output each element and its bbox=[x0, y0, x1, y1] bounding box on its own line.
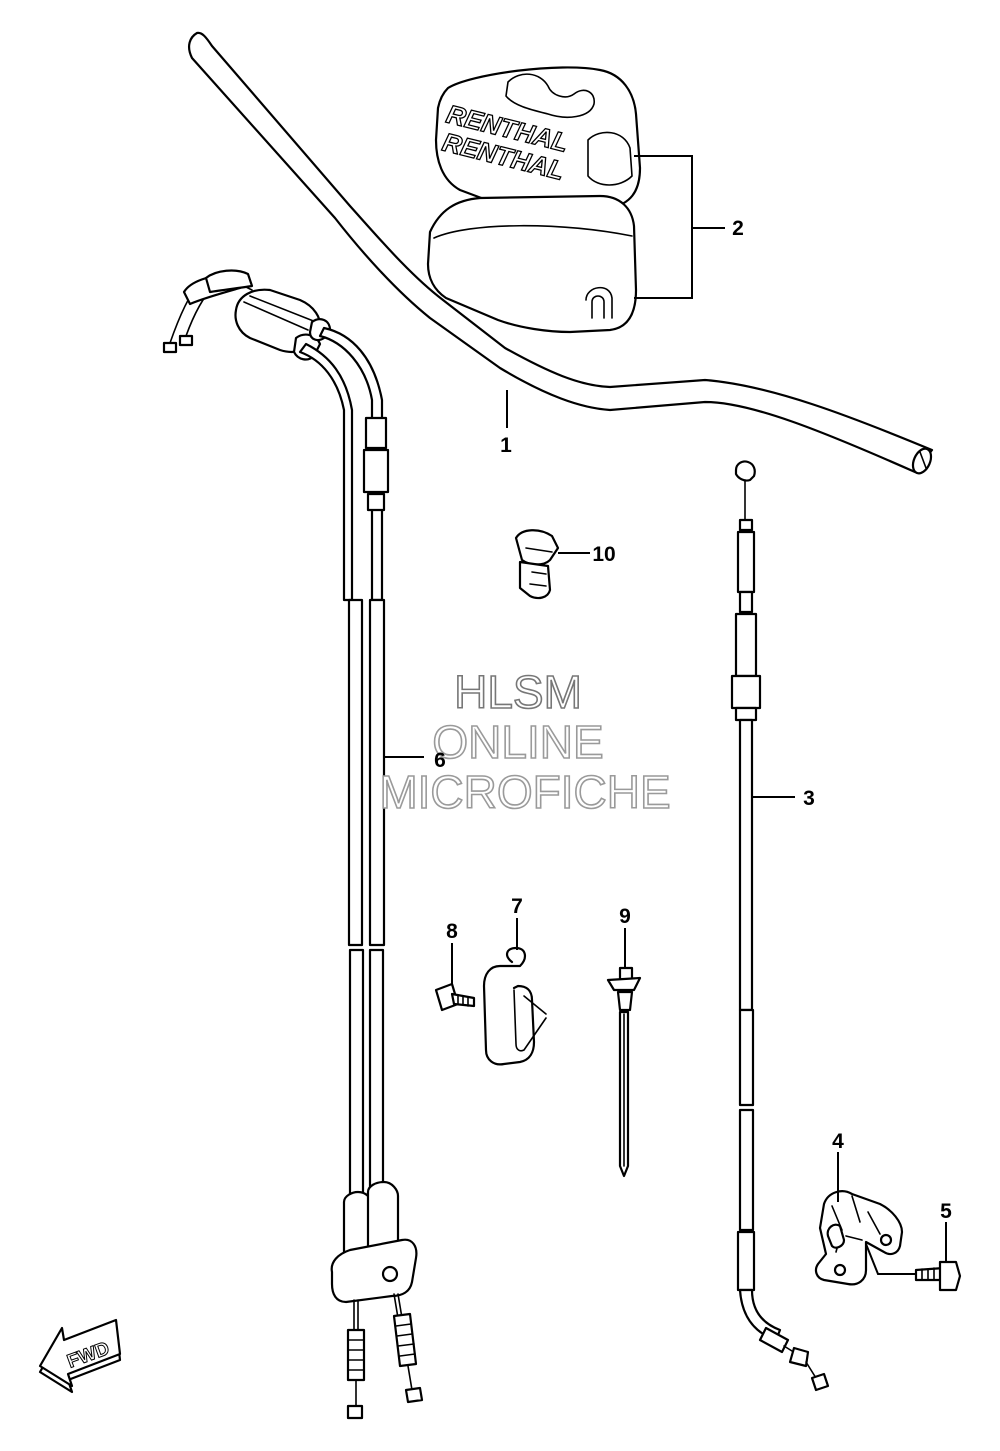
callout-10: 10 bbox=[592, 543, 615, 566]
cable-clamp[interactable] bbox=[514, 529, 560, 600]
cable-guide[interactable] bbox=[482, 946, 547, 1066]
cable-tie[interactable] bbox=[606, 966, 642, 1178]
watermark-line-3: MICROFICHE bbox=[379, 766, 670, 818]
handlebar[interactable] bbox=[188, 31, 935, 476]
throttle-cable[interactable] bbox=[162, 269, 424, 1420]
handlebar-pad-upper[interactable]: RENTHAL RENTHAL bbox=[434, 66, 642, 216]
lever-holder[interactable] bbox=[814, 1190, 904, 1286]
callout-5: 5 bbox=[940, 1200, 952, 1223]
forward-direction-arrow: FWD bbox=[38, 1318, 122, 1394]
handlebar-pad-lower[interactable] bbox=[426, 194, 638, 334]
watermark-line-1: HLSM bbox=[454, 666, 582, 718]
watermark: HLSM ONLINE MICROFICHE bbox=[379, 665, 672, 819]
bolt-8[interactable] bbox=[434, 982, 476, 1012]
callout-3: 3 bbox=[803, 787, 815, 810]
watermark-line-2: ONLINE bbox=[432, 716, 603, 768]
bolt-5[interactable] bbox=[914, 1260, 962, 1292]
clutch-cable[interactable] bbox=[730, 460, 830, 1392]
callout-7: 7 bbox=[511, 895, 523, 918]
callout-4: 4 bbox=[832, 1130, 844, 1153]
callout-9: 9 bbox=[619, 905, 631, 928]
callout-6: 6 bbox=[434, 749, 446, 772]
callout-1: 1 bbox=[500, 434, 512, 457]
callout-2: 2 bbox=[732, 217, 744, 240]
callout-8: 8 bbox=[446, 920, 458, 943]
